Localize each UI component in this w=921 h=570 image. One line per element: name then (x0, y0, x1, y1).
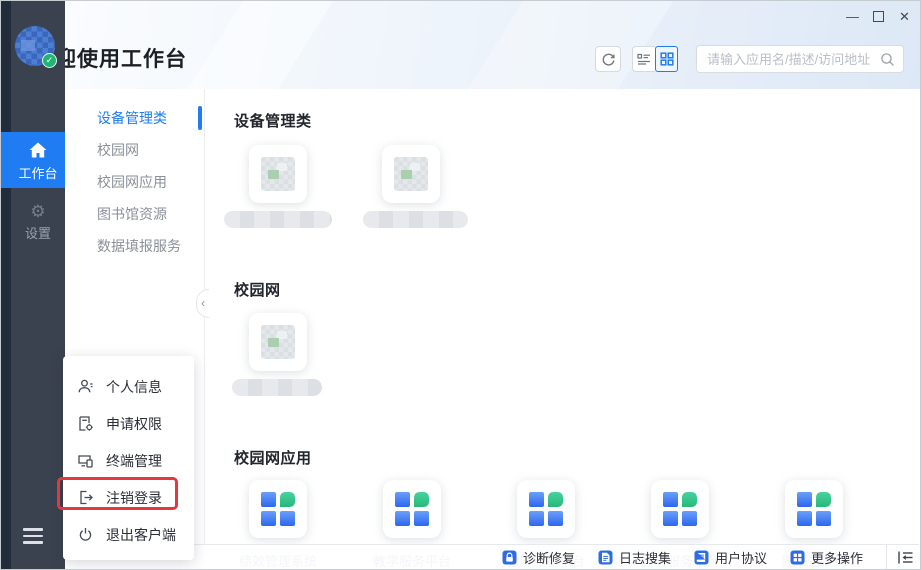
app-card-blurred[interactable] (249, 313, 307, 371)
app-card[interactable] (249, 480, 307, 538)
app-card[interactable] (517, 480, 575, 538)
list-view-icon (637, 52, 651, 66)
online-check-badge: ✓ (42, 53, 57, 68)
gear-icon: ⚙ (30, 202, 46, 221)
footer-divider (886, 545, 887, 569)
search-icon[interactable] (880, 52, 895, 67)
list-view-button[interactable] (632, 46, 655, 72)
menu-item-label: 申请权限 (106, 415, 162, 432)
footer-item-label: 日志搜集 (618, 550, 671, 566)
home-icon (11, 141, 65, 159)
sidebar-item-settings[interactable]: ⚙ 设置 (11, 198, 65, 246)
hamburger-menu-icon[interactable] (23, 528, 43, 545)
category-item-campus-apps[interactable]: 校园网应用 (97, 174, 167, 190)
footer-item-diagnose-repair[interactable]: 诊断修复 (502, 548, 575, 567)
app-grid-leaf-logo-icon (395, 492, 429, 526)
doc-gear-icon (77, 415, 94, 432)
menu-item-label: 注销登录 (106, 489, 162, 506)
sidebar-edge-strip (1, 1, 11, 569)
search-input[interactable] (707, 46, 873, 72)
maximize-icon (873, 11, 884, 22)
app-search (696, 45, 904, 73)
category-item-data-report[interactable]: 数据填报服务 (97, 238, 181, 254)
repair-icon (502, 550, 517, 565)
blurred-app-name (232, 379, 322, 396)
section-title-campus-net: 校园网 (234, 282, 281, 299)
sidebar-item-workbench[interactable]: 工作台 (1, 132, 65, 188)
app-grid-leaf-logo-icon (261, 492, 295, 526)
window-controls: — ✕ (845, 7, 912, 27)
footer-item-label: 更多操作 (810, 550, 863, 566)
footer-item-log-collect[interactable]: 日志搜集 (598, 548, 671, 567)
main-content: 设备管理类 校园网 校园网应用 (205, 89, 919, 569)
left-sidebar: ✓ 工作台 ⚙ 设置 (1, 1, 65, 569)
menu-item-personal-info[interactable]: 个人信息 (63, 368, 194, 405)
category-item-devices[interactable]: 设备管理类 (65, 102, 204, 134)
grid-view-icon (659, 52, 674, 66)
minimize-button[interactable]: — (846, 9, 859, 24)
log-doc-icon (598, 550, 613, 565)
blurred-app-name (363, 211, 468, 228)
footer-item-more-actions[interactable]: 更多操作 (790, 548, 863, 567)
blurred-app-icon (394, 157, 428, 191)
menu-item-apply-permission[interactable]: 申请权限 (63, 405, 194, 442)
app-grid-leaf-logo-icon (529, 492, 563, 526)
app-card-blurred[interactable] (382, 145, 440, 203)
blurred-app-icon (261, 325, 295, 359)
sidebar-item-label: 设置 (24, 226, 51, 241)
more-grid-icon (790, 550, 805, 565)
agreement-icon (694, 550, 709, 565)
collapse-panel-icon[interactable] (893, 546, 917, 568)
menu-item-terminal-management[interactable]: 终端管理 (63, 442, 194, 479)
section-title-campus-apps: 校园网应用 (234, 450, 312, 467)
banner-streak (174, 1, 346, 89)
footer-item-label: 诊断修复 (522, 550, 575, 566)
category-item-library[interactable]: 图书馆资源 (97, 206, 167, 222)
menu-item-label: 退出客户端 (106, 526, 176, 543)
close-button[interactable]: ✕ (899, 9, 910, 24)
avatar[interactable]: ✓ (15, 26, 57, 68)
app-card-blurred[interactable] (249, 145, 307, 203)
category-item-campus-net[interactable]: 校园网 (97, 142, 139, 158)
view-toggle-group (632, 46, 678, 72)
footer-item-user-agreement[interactable]: 用户协议 (694, 548, 767, 567)
app-card[interactable] (383, 480, 441, 538)
footer-bar: 诊断修复 日志搜集 用户协议 更多操作 (65, 544, 919, 569)
sidebar-item-label: 工作台 (18, 166, 58, 181)
grid-view-button[interactable] (655, 46, 678, 72)
user-icon (77, 378, 94, 395)
app-card[interactable] (651, 480, 709, 538)
refresh-button[interactable] (595, 46, 621, 72)
blurred-app-name (224, 211, 332, 228)
category-list: 设备管理类 校园网 校园网应用 图书馆资源 数据填报服务 (65, 89, 204, 262)
blurred-app-icon (261, 157, 295, 191)
app-card[interactable] (785, 480, 843, 538)
section-title-devices: 设备管理类 (234, 113, 312, 130)
menu-item-exit-client[interactable]: 退出客户端 (63, 516, 194, 553)
power-icon (77, 526, 94, 543)
menu-item-label: 个人信息 (106, 378, 162, 395)
menu-item-logout[interactable]: 注销登录 (63, 479, 194, 516)
user-popup-menu: 个人信息 申请权限 终端管理 注销登录 退出客户端 (63, 356, 194, 560)
app-grid-leaf-logo-icon (797, 492, 831, 526)
footer-item-label: 用户协议 (714, 550, 767, 566)
toolbar (595, 45, 904, 73)
maximize-button[interactable] (871, 9, 886, 25)
devices-icon (77, 452, 94, 469)
logout-icon (77, 489, 94, 506)
menu-item-label: 终端管理 (106, 452, 162, 469)
page-title: 欢迎使用工作台 (33, 48, 187, 71)
app-grid-leaf-logo-icon (663, 492, 697, 526)
refresh-icon (601, 52, 616, 67)
